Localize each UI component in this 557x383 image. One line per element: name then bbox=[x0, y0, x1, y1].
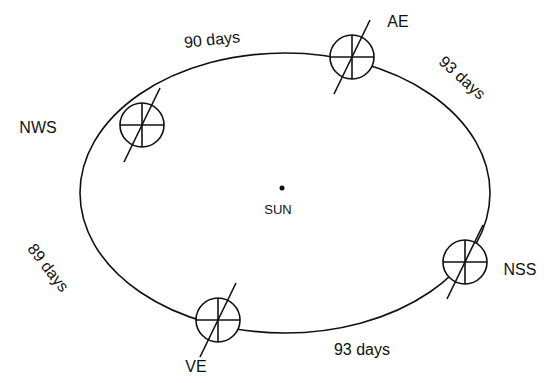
position-label: NWS bbox=[19, 119, 56, 137]
earth-symbol bbox=[120, 88, 164, 162]
position-label: VE bbox=[185, 358, 206, 376]
duration-label: 93 days bbox=[334, 341, 390, 359]
earth-symbol bbox=[443, 225, 487, 299]
earth-symbol bbox=[196, 283, 240, 357]
sun-label: SUN bbox=[264, 203, 291, 217]
earth-symbol bbox=[330, 20, 374, 94]
earth-symbols bbox=[120, 20, 487, 357]
orbit-ellipse bbox=[80, 53, 490, 333]
position-label: NSS bbox=[504, 261, 537, 279]
duration-label: 93 days bbox=[435, 53, 488, 104]
position-label: AE bbox=[387, 13, 408, 31]
duration-label: 90 days bbox=[183, 28, 241, 51]
sun-dot bbox=[280, 186, 285, 191]
duration-label: 89 days bbox=[24, 241, 72, 296]
